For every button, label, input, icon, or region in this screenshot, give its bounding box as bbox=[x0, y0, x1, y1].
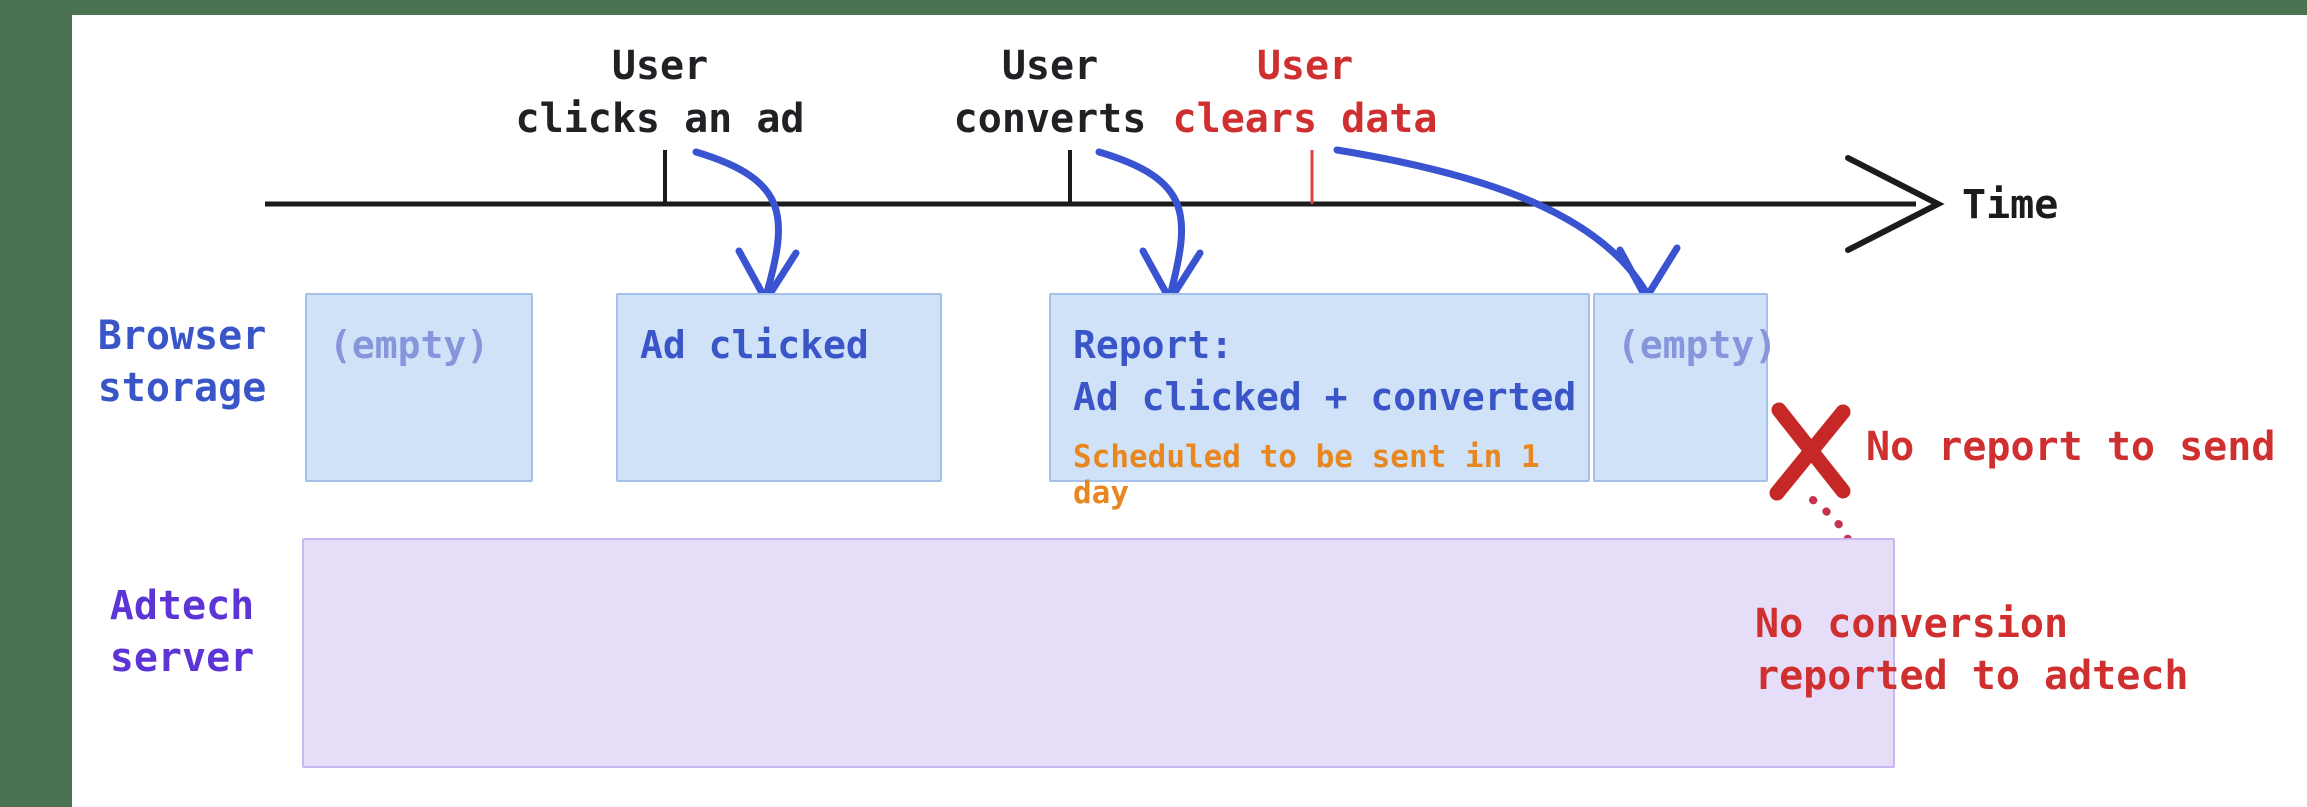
browser-label-line2: storage bbox=[97, 365, 267, 411]
adtech-server-box bbox=[302, 538, 1895, 768]
report-line-2: Ad clicked + converted bbox=[1073, 375, 1577, 419]
red-x-icon bbox=[1769, 404, 1851, 501]
storage-box-empty-2: (empty) bbox=[1593, 293, 1777, 482]
browser-label-line1: Browser bbox=[97, 313, 267, 359]
event-click-line2: clicks an ad bbox=[515, 96, 805, 142]
timeline-arrowhead-icon bbox=[1845, 155, 1945, 253]
report-schedule-note: Scheduled to be sent in 1 day bbox=[1073, 439, 1540, 511]
event-label-clear-data: User clears data bbox=[1105, 40, 1505, 146]
no-conversion-line2: reported to adtech bbox=[1755, 653, 2189, 699]
event-label-click: User clicks an ad bbox=[460, 40, 860, 146]
event-label-convert: User converts bbox=[850, 40, 1250, 146]
storage-box-empty-2-text: (empty) bbox=[1617, 323, 1778, 367]
storage-box-empty-1-text: (empty) bbox=[329, 323, 490, 367]
event-clear-line1: User bbox=[1256, 43, 1354, 89]
lane-label-adtech-server: Adtech server bbox=[77, 580, 287, 684]
annotation-no-report: No report to send bbox=[1866, 424, 2276, 470]
no-conversion-line1: No conversion bbox=[1755, 601, 2069, 647]
annotation-no-conversion: No conversion reported to adtech bbox=[1755, 598, 2188, 702]
flow-arrow-clear-head-icon bbox=[1616, 244, 1681, 302]
lane-label-browser-storage: Browser storage bbox=[77, 310, 287, 414]
frame-bar-left bbox=[0, 0, 72, 807]
storage-box-empty-1: (empty) bbox=[305, 293, 533, 482]
event-clear-line2: clears data bbox=[1172, 96, 1438, 142]
storage-box-ad-clicked-text: Ad clicked bbox=[640, 323, 869, 367]
flow-arrow-click bbox=[692, 148, 783, 300]
event-convert-line2: converts bbox=[953, 96, 1147, 142]
event-convert-line1: User bbox=[1001, 43, 1099, 89]
storage-box-report: Report: Ad clicked + converted Scheduled… bbox=[1049, 293, 1590, 511]
event-click-line1: User bbox=[611, 43, 709, 89]
frame-bar-top bbox=[0, 0, 2307, 15]
adtech-label-line1: Adtech bbox=[109, 583, 255, 629]
flow-arrow-convert bbox=[1095, 148, 1186, 300]
time-axis-label: Time bbox=[1962, 182, 2059, 228]
storage-box-ad-clicked: Ad clicked bbox=[616, 293, 942, 482]
report-line-1: Report: bbox=[1073, 323, 1234, 367]
adtech-label-line2: server bbox=[109, 635, 255, 681]
flow-arrow-clear bbox=[1333, 146, 1650, 296]
